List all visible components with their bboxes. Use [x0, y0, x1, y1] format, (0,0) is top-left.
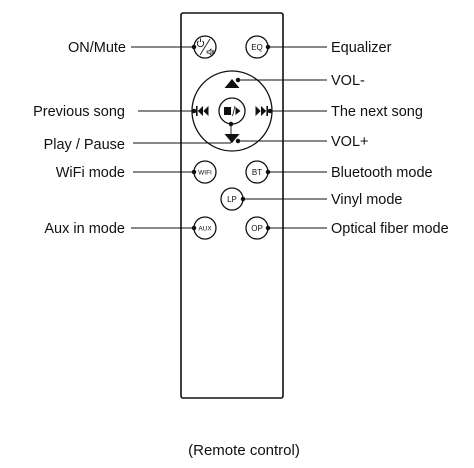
caption: (Remote control): [188, 442, 300, 459]
slash-divider: [199, 38, 211, 56]
wifi-button-label: WIFI: [198, 170, 212, 177]
lp-button-label: LP: [227, 195, 237, 204]
previous-song-button[interactable]: [196, 106, 209, 116]
aux-button-label: AUX: [198, 226, 212, 233]
label-aux-in-mode: Aux in mode: [44, 221, 125, 237]
label-vinyl-mode: Vinyl mode: [331, 192, 402, 208]
label-on-mute: ON/Mute: [68, 40, 126, 56]
next-icon: [255, 106, 268, 116]
power-icon: [196, 38, 205, 48]
mute-icon: [206, 48, 215, 56]
next-song-button[interactable]: [255, 106, 269, 116]
label-previous-song: Previous song: [33, 104, 125, 120]
label-equalizer: Equalizer: [331, 40, 392, 56]
label-vol-down: VOL-: [331, 73, 365, 89]
label-bluetooth-mode: Bluetooth mode: [331, 165, 433, 181]
bt-button[interactable]: BT: [245, 160, 269, 184]
vol-down-button[interactable]: [224, 79, 240, 88]
lp-button[interactable]: LP: [220, 187, 244, 211]
play-pause-icon: [224, 105, 241, 117]
leader-lines: [131, 44, 327, 231]
power-mute-button[interactable]: [193, 35, 217, 59]
eq-button-label: EQ: [251, 43, 263, 52]
label-play-pause: Play / Pause: [44, 137, 125, 153]
label-vol-up: VOL+: [331, 134, 368, 150]
wifi-button[interactable]: WIFI: [193, 160, 217, 184]
previous-icon: [196, 106, 209, 116]
op-button-label: OP: [251, 224, 263, 233]
play-pause-button[interactable]: [218, 97, 246, 125]
vol-up-button[interactable]: [224, 134, 240, 143]
label-optical-fiber-mode: Optical fiber mode: [331, 221, 449, 237]
bt-button-label: BT: [252, 168, 262, 177]
op-button[interactable]: OP: [245, 216, 269, 240]
label-wifi-mode: WiFi mode: [56, 165, 125, 181]
aux-button[interactable]: AUX: [193, 216, 217, 240]
label-next-song: The next song: [331, 104, 423, 120]
eq-button[interactable]: EQ: [245, 35, 269, 59]
